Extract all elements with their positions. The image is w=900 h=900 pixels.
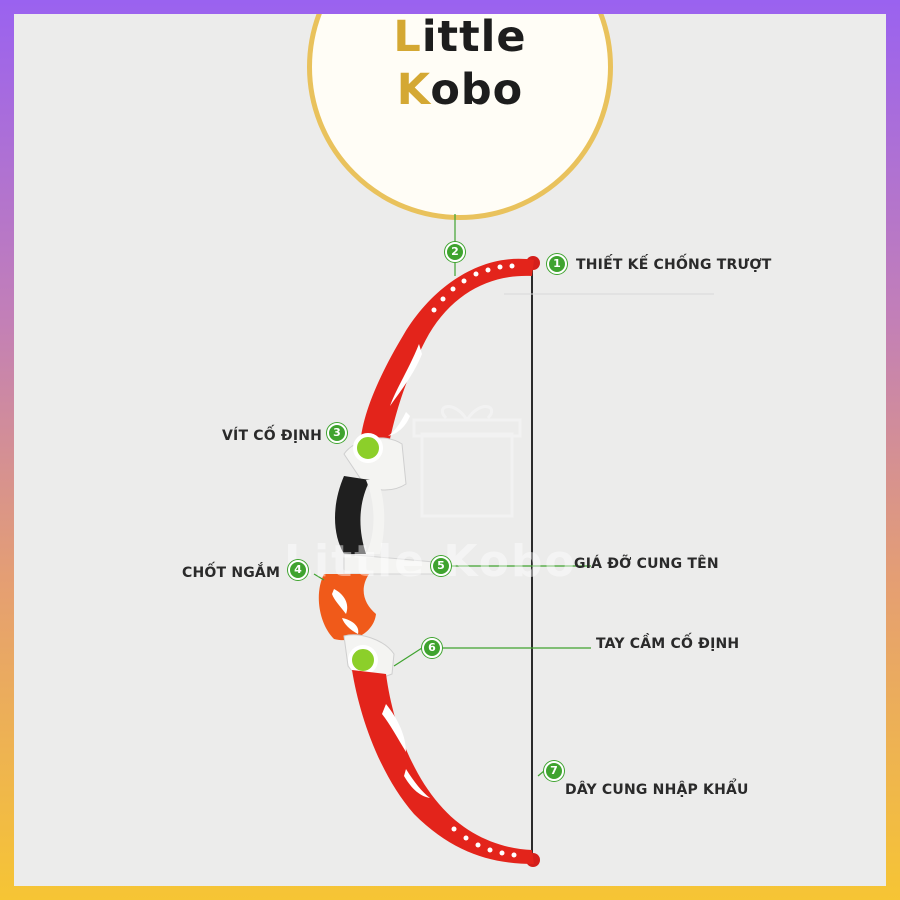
- callout-badge-5: 5: [431, 556, 451, 576]
- callout-badge-2: 2: [445, 242, 465, 262]
- callout-label-3: VÍT CỐ ĐỊNH: [222, 428, 323, 444]
- lower-limb-flame: [382, 704, 406, 752]
- callout-badge-4: 4: [288, 560, 308, 580]
- callout-badge-3: 3: [327, 423, 347, 443]
- grip: [335, 476, 370, 554]
- screw-lower: [348, 645, 378, 675]
- watermark-box-icon: [412, 405, 522, 518]
- callout-label-1: THIẾT KẾ CHỐNG TRƯỢT: [576, 257, 772, 273]
- lower-limb-holes: [451, 826, 517, 858]
- callout-label-7: DÂY CUNG NHẬP KHẨU: [565, 782, 749, 798]
- callout-label-4: CHỐT NGẮM: [182, 565, 281, 581]
- callout-label-6: TAY CẦM CỐ ĐỊNH: [596, 636, 740, 652]
- screw-upper: [353, 433, 383, 463]
- callout-badge-6: 6: [422, 638, 442, 658]
- upper-limb-flame: [390, 344, 422, 406]
- watermark-text: Little Kobo: [284, 536, 577, 587]
- lower-limb: [352, 670, 534, 864]
- sight-pin: [318, 574, 376, 641]
- product-image-panel: L K Little Kobo: [14, 14, 886, 886]
- callout-label-5: GIÁ ĐỠ CUNG TÊN: [574, 556, 719, 572]
- brand-name-line2: Kobo: [396, 65, 524, 115]
- callout-badge-7: 7: [544, 761, 564, 781]
- upper-limb-holes: [431, 263, 515, 313]
- upper-limb: [359, 258, 534, 460]
- bow-illustration: [313, 214, 714, 867]
- callout-badge-1: 1: [547, 254, 567, 274]
- callout-lines: [313, 214, 591, 777]
- brand-name-line1: Little: [393, 14, 527, 62]
